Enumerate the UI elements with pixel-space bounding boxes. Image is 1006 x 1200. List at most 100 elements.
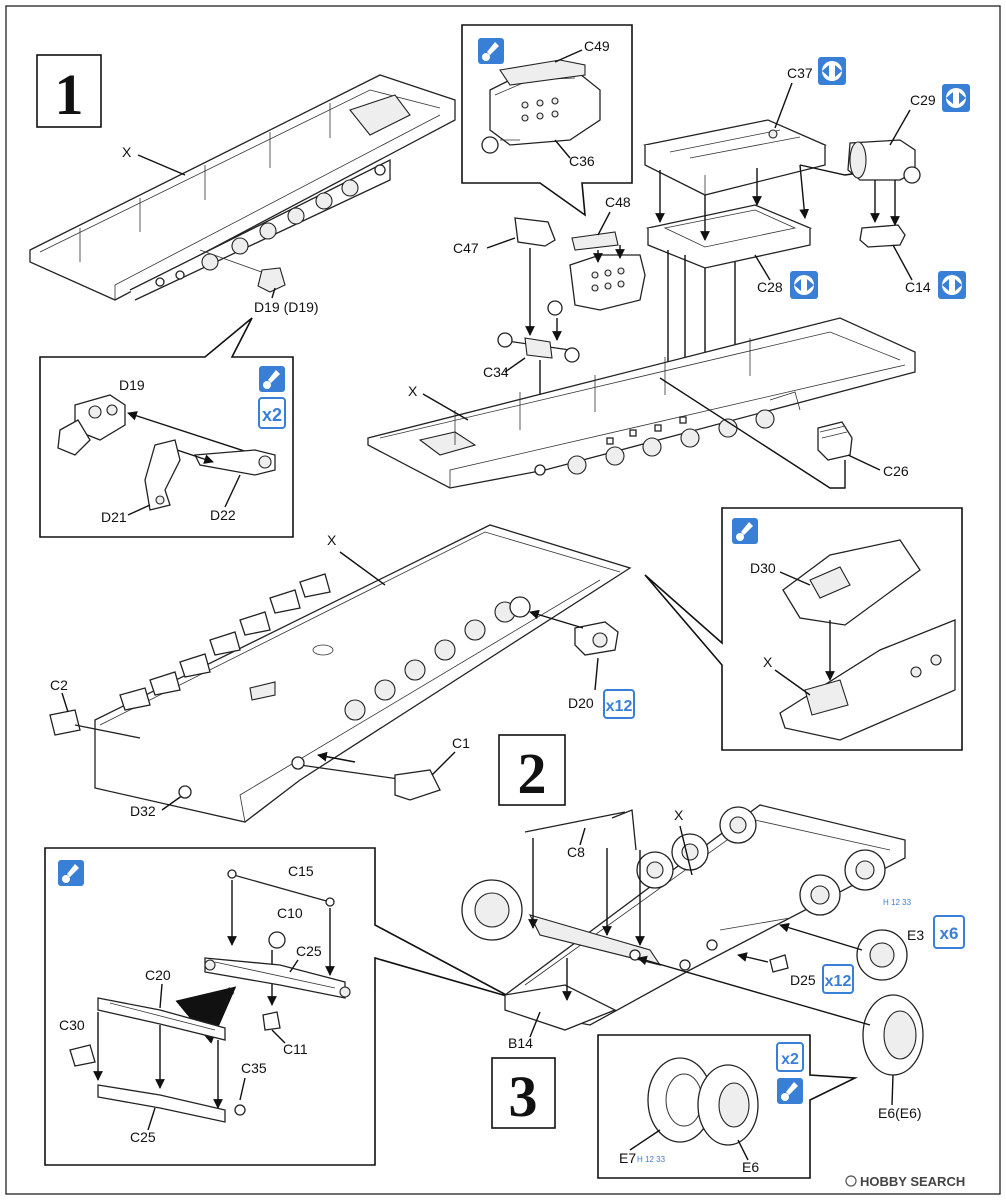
hull-inset-section xyxy=(779,619,956,741)
assembly-direction-arrow xyxy=(175,986,237,1044)
step-2: 2 X xyxy=(49,507,963,823)
left-right-orientation-icon-c28 xyxy=(790,271,818,299)
step-2-box xyxy=(498,734,566,806)
part-c2 xyxy=(49,709,141,739)
step-1-number: 1 xyxy=(55,62,84,127)
label-c34: C34 xyxy=(483,364,509,380)
part-d20 xyxy=(574,621,619,656)
label-x-inset: X xyxy=(763,654,773,670)
label-c25-b: C25 xyxy=(130,1129,156,1145)
paint-code-h12-33-a: H 12 33 xyxy=(883,898,912,907)
part-c28 xyxy=(645,204,813,269)
part-c49 xyxy=(499,59,586,86)
label-c30: C30 xyxy=(59,1017,85,1033)
part-c15 xyxy=(227,869,335,907)
quantity-badge-icon-d25 xyxy=(822,964,854,994)
label-c49: C49 xyxy=(584,38,610,54)
label-x-3: X xyxy=(408,383,418,399)
quantity-badge-icon-d20 xyxy=(603,689,635,719)
left-right-orientation-icon-c14 xyxy=(938,271,966,299)
left-right-orientation-icon-c29 xyxy=(942,84,970,112)
qty-x6-e3: x6 xyxy=(940,924,959,943)
label-c1: C1 xyxy=(452,735,470,751)
qty-x12-d20: x12 xyxy=(606,698,633,715)
step-1-upper-right: C49 C36 C47 C48 C34 xyxy=(367,24,970,489)
sheet-frame xyxy=(5,5,1001,1195)
quantity-badge-icon-tires xyxy=(776,1042,804,1072)
part-c34 xyxy=(497,332,580,363)
paint-code-h12-33-b: H 12 33 xyxy=(637,1155,666,1164)
label-d19-main: D19 (D19) xyxy=(254,299,319,315)
part-c10 xyxy=(268,931,286,949)
paint-brush-icon-3 xyxy=(732,518,758,544)
label-c29: C29 xyxy=(910,92,936,108)
part-c30 xyxy=(69,1044,96,1067)
label-c2: C2 xyxy=(50,677,68,693)
qty-x2-d19: x2 xyxy=(262,405,282,425)
label-x-1: X xyxy=(122,144,132,160)
label-c14: C14 xyxy=(905,279,931,295)
part-d25 xyxy=(769,954,789,973)
part-c37 xyxy=(643,119,828,196)
label-c47: C47 xyxy=(453,240,479,256)
label-c8: C8 xyxy=(567,844,585,860)
part-engine-c36 xyxy=(481,69,601,154)
label-d30: D30 xyxy=(750,560,776,576)
step-3-box xyxy=(491,1057,556,1129)
hull-upper-left xyxy=(29,74,456,301)
label-e6: E6 xyxy=(742,1159,759,1175)
part-d22 xyxy=(193,449,276,476)
part-c25-base xyxy=(97,1084,246,1123)
part-e3-wheel xyxy=(856,929,908,981)
part-e7-tire xyxy=(647,1057,713,1143)
label-d32: D32 xyxy=(130,803,156,819)
quantity-badge-icon xyxy=(258,397,286,429)
part-d21 xyxy=(144,439,181,511)
label-c28: C28 xyxy=(757,279,783,295)
label-c48: C48 xyxy=(605,194,631,210)
label-x-low: X xyxy=(674,807,684,823)
label-d21: D21 xyxy=(101,509,127,525)
hull-upper-right xyxy=(367,317,916,489)
paint-brush-icon-5 xyxy=(777,1078,803,1104)
part-c14 xyxy=(859,224,906,248)
label-d22: D22 xyxy=(210,507,236,523)
label-c37: C37 xyxy=(787,65,813,81)
paint-brush-icon xyxy=(259,366,285,392)
label-c20: C20 xyxy=(145,967,171,983)
label-c15: C15 xyxy=(288,863,314,879)
part-spring-c25 xyxy=(204,957,351,999)
part-c11 xyxy=(262,1011,281,1031)
paint-brush-icon-4 xyxy=(58,860,84,886)
step-3: C15 C10 C25 C11 C20 C30 C xyxy=(44,804,965,1179)
qty-x2-tires: x2 xyxy=(781,1051,799,1068)
step-1-box xyxy=(36,54,102,128)
hull-middle-underside xyxy=(94,524,632,823)
label-d19: D19 xyxy=(119,377,145,393)
label-d20: D20 xyxy=(568,695,594,711)
watermark-text: HOBBY SEARCH xyxy=(860,1174,965,1189)
label-d25: D25 xyxy=(790,972,816,988)
left-right-orientation-icon-c37 xyxy=(818,57,846,85)
step-1: 1 X D19 (D19) xyxy=(29,54,456,538)
callout-d19 xyxy=(39,317,294,538)
step-2-number: 2 xyxy=(518,741,547,806)
part-e6-rim xyxy=(697,1064,759,1146)
label-e7: E7 xyxy=(619,1150,636,1166)
paint-brush-icon-2 xyxy=(478,38,504,64)
part-c29 xyxy=(847,139,921,184)
step-3-number: 3 xyxy=(509,1064,538,1129)
label-e6e6: E6(E6) xyxy=(878,1105,922,1121)
label-c25-a: C25 xyxy=(296,943,322,959)
part-c26 xyxy=(817,421,853,461)
part-c1 xyxy=(291,756,441,801)
label-c11: C11 xyxy=(283,1041,308,1057)
label-b14: B14 xyxy=(508,1035,533,1051)
part-c48 xyxy=(571,231,619,251)
label-x-mid: X xyxy=(327,532,337,548)
label-c35: C35 xyxy=(241,1060,267,1076)
part-b14 xyxy=(504,984,617,1031)
part-d30 xyxy=(782,539,921,626)
quantity-badge-icon-e3 xyxy=(933,915,965,949)
